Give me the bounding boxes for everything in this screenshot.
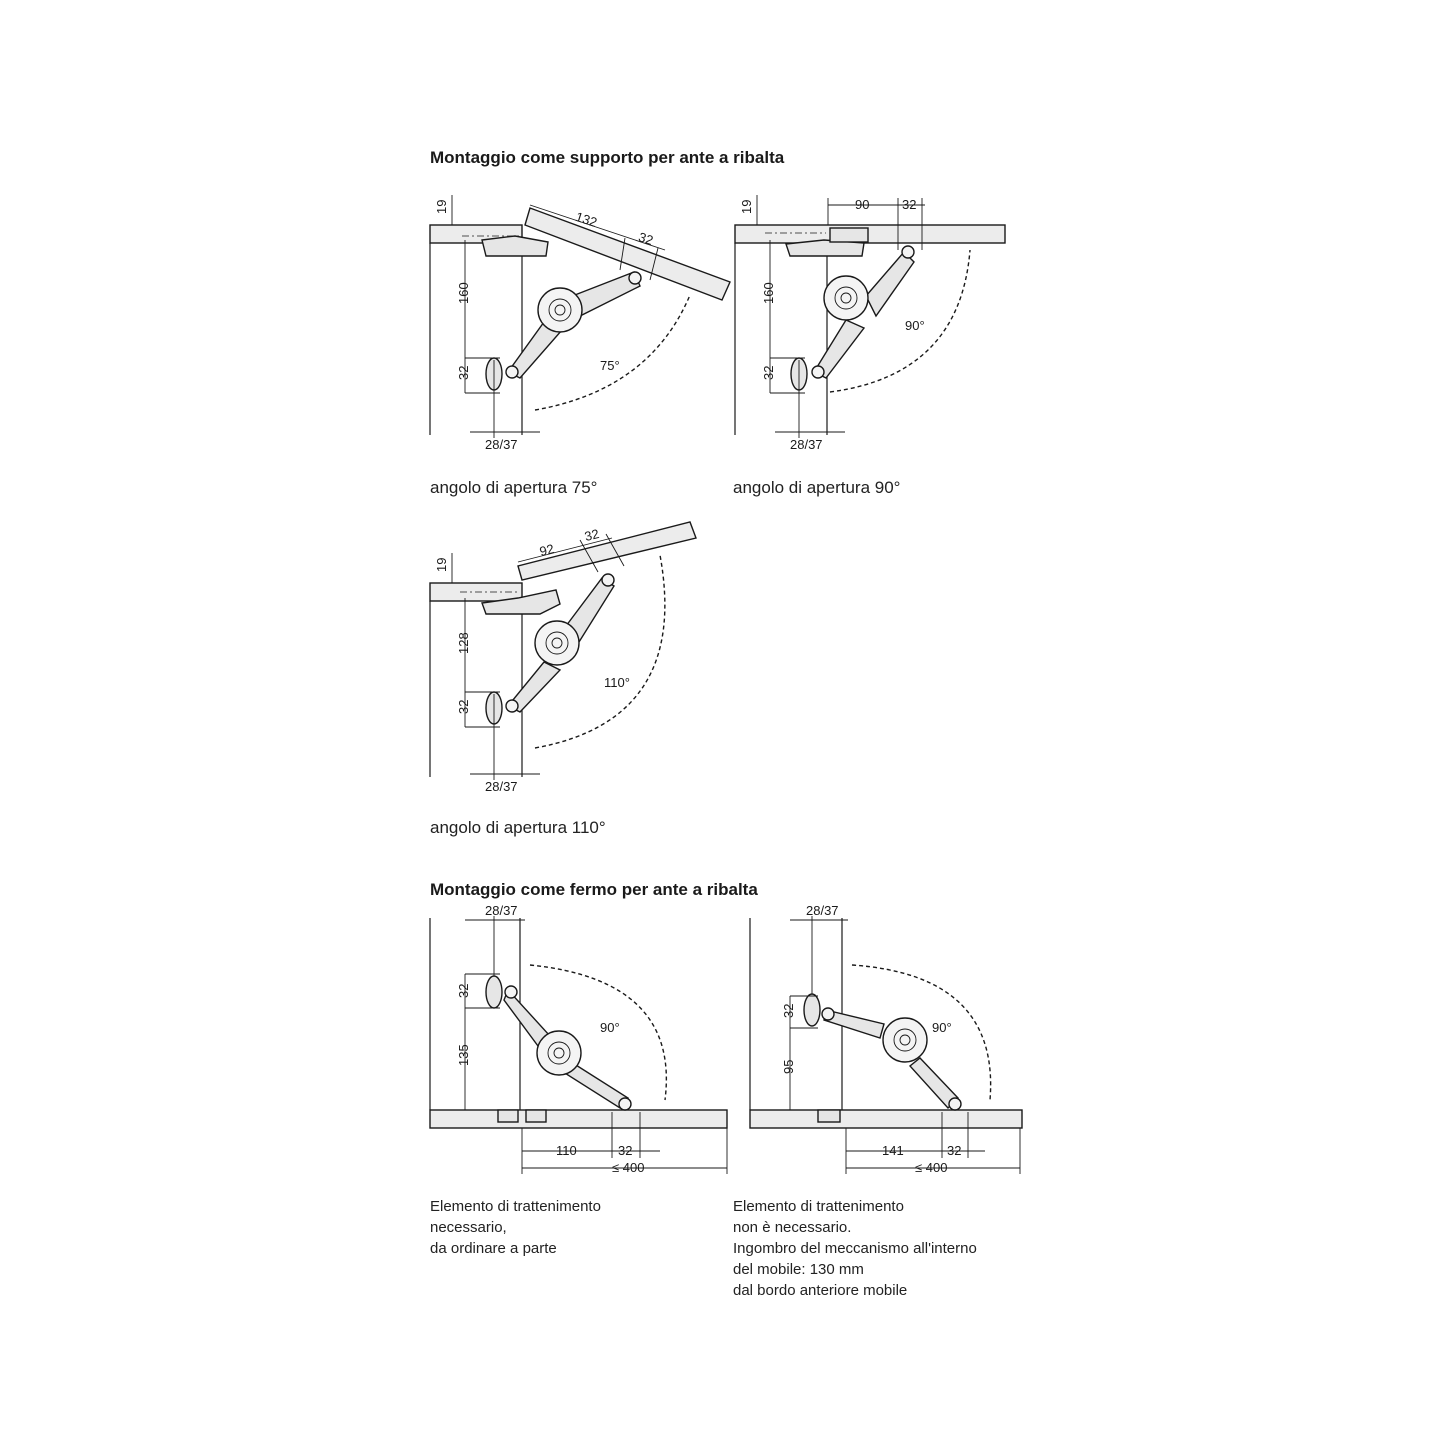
dim-distance: 141 (882, 1143, 904, 1158)
pivot-lower (505, 365, 519, 379)
upper-arm (561, 271, 641, 321)
spring-hub (537, 287, 583, 333)
dim-offset: 28/37 (485, 437, 518, 452)
dim-lid-distance: 92 (538, 541, 556, 559)
note-line: del mobile: 130 mm (733, 1261, 864, 1278)
lower-arm (813, 319, 866, 379)
spring-hub (823, 275, 869, 321)
dim-offset: 28/37 (485, 779, 518, 794)
dim-hole-spacing: 32 (781, 1004, 796, 1018)
dim-height: 95 (781, 1060, 796, 1074)
mount-plate (481, 235, 549, 257)
upper-arm (559, 577, 615, 652)
spring-hub (882, 1017, 928, 1063)
dim-angle: 90° (932, 1020, 952, 1035)
dim-offset: 28/37 (790, 437, 823, 452)
note-line: dal bordo anteriore mobile (733, 1282, 908, 1299)
dim-thickness: 19 (434, 200, 449, 214)
dim-lid-spacing: 32 (637, 229, 655, 248)
dim-angle: 75° (600, 358, 620, 373)
opening-arc-110 (534, 554, 666, 749)
caption-90: angolo di apertura 90° (733, 478, 901, 497)
spring-hub (536, 1030, 582, 1076)
dim-lid-distance: 132 (574, 209, 599, 230)
top-panel (734, 224, 1006, 244)
side-bracket (790, 357, 808, 391)
top-panel (429, 582, 523, 602)
spring-hub (534, 620, 580, 666)
upper-arm (823, 1009, 885, 1039)
dim-distance: 110 (556, 1143, 577, 1158)
note-line: non è necessario. (733, 1219, 852, 1236)
retaining-element (497, 1109, 519, 1123)
caption-110: angolo di apertura 110° (430, 818, 606, 837)
stop-section-heading: Montaggio come fermo per ante a ribalta (430, 880, 758, 899)
side-bracket (485, 975, 503, 1009)
support-section-heading: Montaggio come supporto per ante a ribal… (430, 148, 785, 167)
dim-lid-spacing: 32 (583, 526, 601, 544)
dim-angle: 90° (905, 318, 925, 333)
dim-thickness: 19 (434, 558, 449, 572)
pivot-upper (628, 271, 642, 285)
lower-arm (506, 661, 562, 713)
dim-height: 160 (456, 282, 471, 304)
side-bracket (803, 993, 821, 1027)
dim-lid-spacing: 32 (902, 197, 916, 212)
note-line: Elemento di trattenimento (430, 1198, 601, 1215)
note-line: da ordinare a parte (430, 1240, 557, 1257)
lower-arm (908, 1057, 959, 1110)
note-stop-a: Elemento di trattenimento necessario, da… (430, 1196, 601, 1259)
dim-lid-distance: 90 (855, 197, 869, 212)
opening-arc-stop-b (851, 964, 992, 1101)
dim-hole-spacing: 32 (456, 366, 471, 380)
dim-hole-spacing: 32 (456, 700, 471, 714)
lid-panel (524, 207, 731, 301)
lid-panel (517, 521, 697, 581)
mount-plate (481, 589, 561, 615)
upper-arm (865, 250, 915, 318)
dim-angle: 110° (604, 675, 630, 690)
dim-offset: 28/37 (485, 903, 518, 918)
bottom-panel (749, 1109, 1023, 1129)
caption-75: angolo di apertura 75° (430, 478, 598, 497)
opening-arc-90 (829, 249, 971, 393)
dim-spacing: 32 (947, 1143, 961, 1158)
opening-arc-75 (534, 294, 691, 411)
dim-spacing: 32 (618, 1143, 632, 1158)
opening-arc-stop-a (529, 964, 667, 1101)
dim-height: 160 (761, 282, 776, 304)
note-line: necessario, (430, 1219, 507, 1236)
dim-hole-spacing: 32 (456, 984, 471, 998)
dim-thickness: 19 (739, 200, 754, 214)
dim-hole-spacing: 32 (761, 366, 776, 380)
side-bracket (485, 691, 503, 725)
dim-offset: 28/37 (806, 903, 839, 918)
lid-plate (829, 227, 869, 243)
dim-angle: 90° (600, 1020, 620, 1035)
lower-arm (506, 321, 564, 379)
upper-arm (503, 988, 552, 1048)
dim-height: 135 (456, 1044, 471, 1066)
note-line: Elemento di trattenimento (733, 1198, 904, 1215)
lower-arm (558, 1059, 630, 1109)
top-panel (429, 224, 523, 244)
mount-plate (785, 239, 865, 257)
dim-height: 128 (456, 632, 471, 654)
bottom-panel (429, 1109, 728, 1129)
note-stop-b: Elemento di trattenimento non è necessar… (733, 1196, 977, 1301)
side-bracket (485, 357, 503, 391)
note-line: Ingombro del meccanismo all'interno (733, 1240, 977, 1257)
dim-max-width: ≤ 400 (915, 1160, 947, 1175)
dim-max-width: ≤ 400 (612, 1160, 644, 1175)
